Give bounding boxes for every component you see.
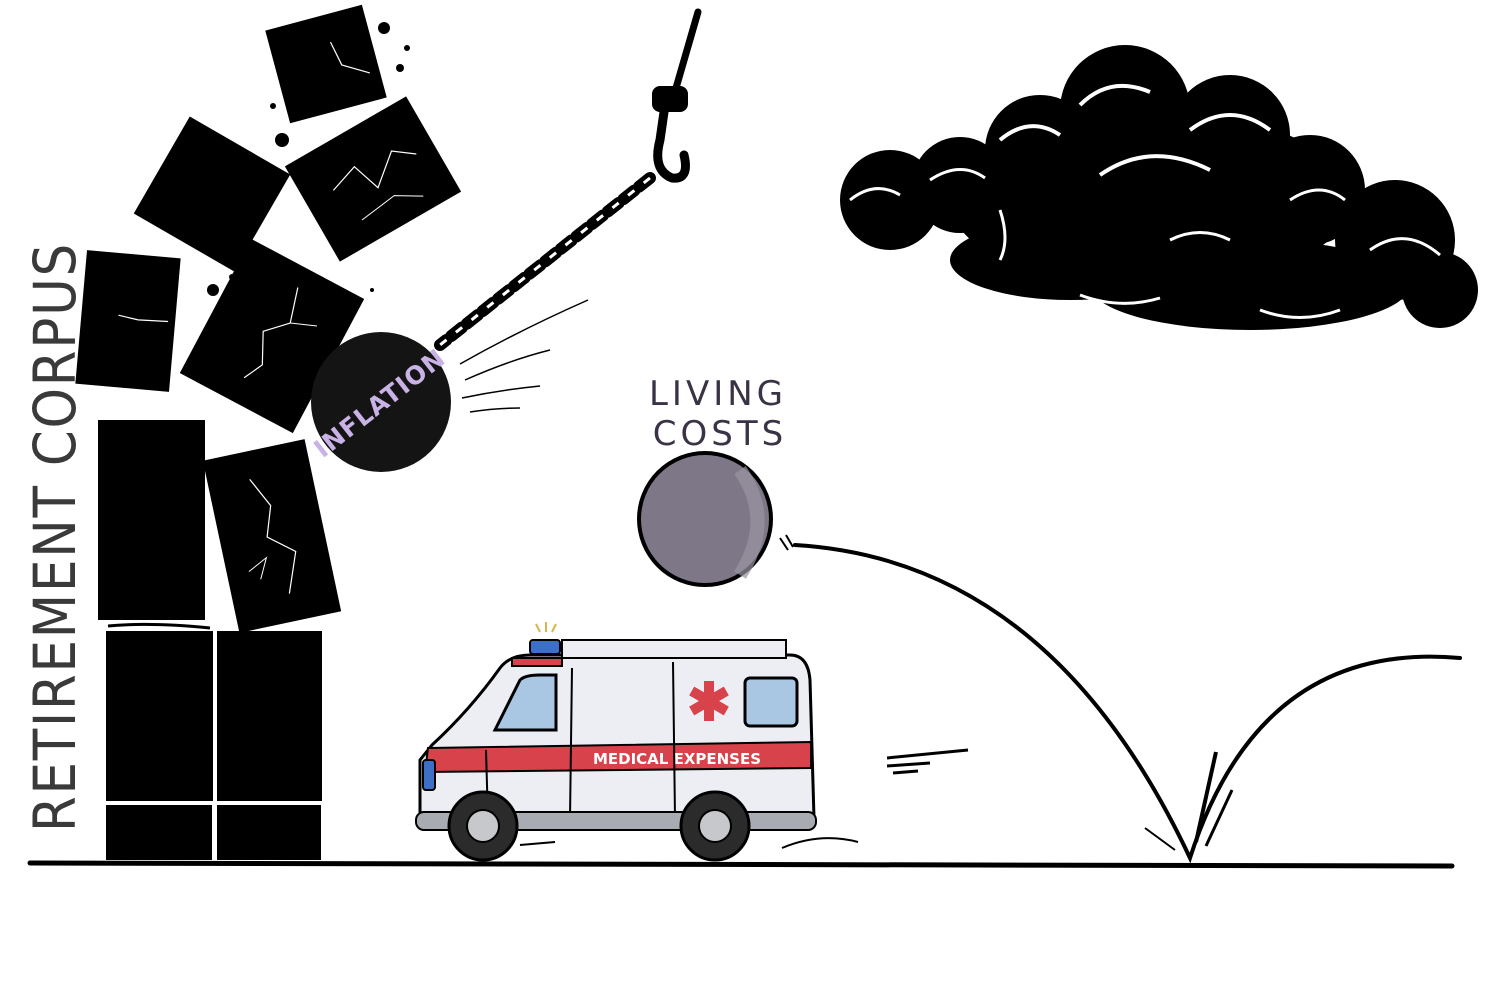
crane-cable	[672, 8, 702, 92]
tower-label: RETIREMENT CORPUS	[21, 242, 89, 832]
block	[265, 4, 387, 124]
bounce-path	[793, 543, 1462, 864]
front-wheel	[447, 790, 519, 862]
ground-line	[27, 860, 1455, 869]
living-costs-label-line2: COSTS	[653, 414, 787, 454]
medical-expenses-label: MEDICAL EXPENSES	[593, 750, 761, 768]
retirement-corpus-tower	[75, 4, 462, 860]
windshield	[492, 673, 558, 732]
living-costs-label-line1: LIVING	[649, 374, 787, 414]
living-costs-group: LIVING COSTS	[637, 374, 1462, 864]
living-costs-ball	[637, 451, 773, 587]
wrecking-ball-assembly: INFLATION	[309, 8, 702, 472]
block	[217, 631, 322, 801]
block	[106, 631, 213, 801]
medical-star-icon	[689, 681, 729, 721]
block	[98, 420, 205, 620]
block	[217, 805, 321, 860]
rear-wheel	[679, 790, 751, 862]
ambulance: MEDICAL EXPENSES	[415, 622, 969, 862]
cloud-icon	[840, 45, 1478, 330]
crane-hook-icon	[652, 86, 690, 183]
block	[106, 805, 212, 860]
inflation-ball	[311, 332, 451, 472]
block	[75, 250, 181, 392]
block	[202, 439, 342, 633]
block	[284, 96, 462, 262]
rear-window	[743, 676, 799, 728]
siren-icon	[529, 639, 561, 655]
block	[133, 116, 291, 272]
